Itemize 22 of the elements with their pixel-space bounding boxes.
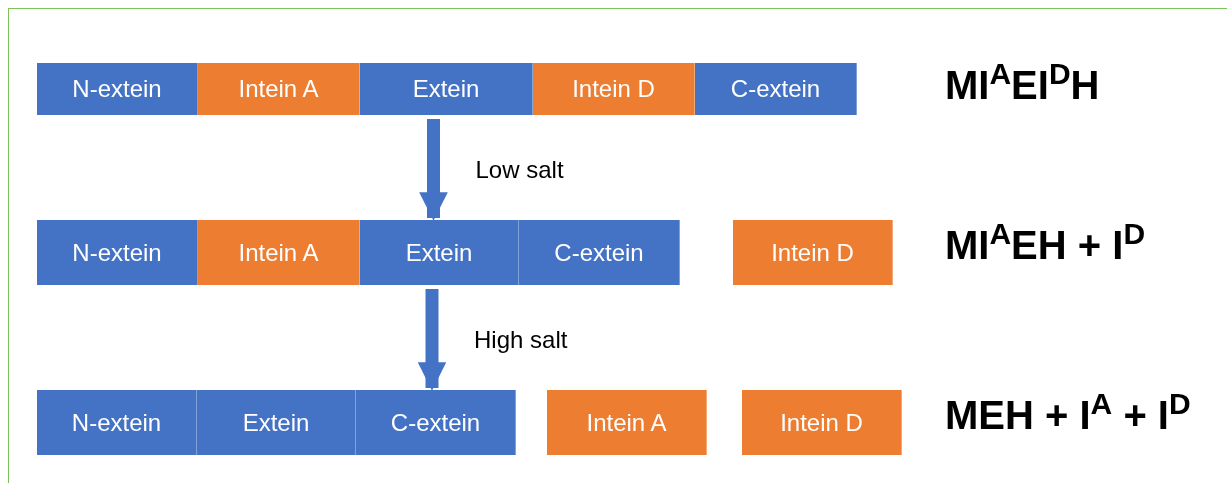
segment-box: C-extein <box>695 63 857 115</box>
segment-box: Intein D <box>533 63 695 115</box>
segment-box: Intein D <box>733 220 893 285</box>
edge-label: Low salt <box>475 154 564 185</box>
segment-box: Intein D <box>742 390 902 455</box>
segment-box: C-extein <box>519 220 680 285</box>
edge-label: High salt <box>474 324 568 355</box>
down-arrow <box>419 119 448 221</box>
segment-box: C-extein <box>356 390 516 455</box>
segment-box: N-extein <box>37 390 197 455</box>
segment-box: Intein A <box>547 390 707 455</box>
segment-box: Intein A <box>198 63 360 115</box>
segment-box: Extein <box>197 390 356 455</box>
formula-label: MI$^{A}$EI$^{D}$H <box>945 56 1100 109</box>
segment-box: N-extein <box>37 220 198 285</box>
segment-box: Intein A <box>198 220 360 285</box>
segment-box: Extein <box>360 63 533 115</box>
segment-box: N-extein <box>37 63 198 115</box>
segment-box: Extein <box>360 220 519 285</box>
down-arrow <box>417 289 447 391</box>
formula-label: MI$^{A}$EH + I$^{D}$ <box>945 216 1146 269</box>
formula-label: MEH + I$^{A}$ + I$^{D}$ <box>945 386 1191 439</box>
